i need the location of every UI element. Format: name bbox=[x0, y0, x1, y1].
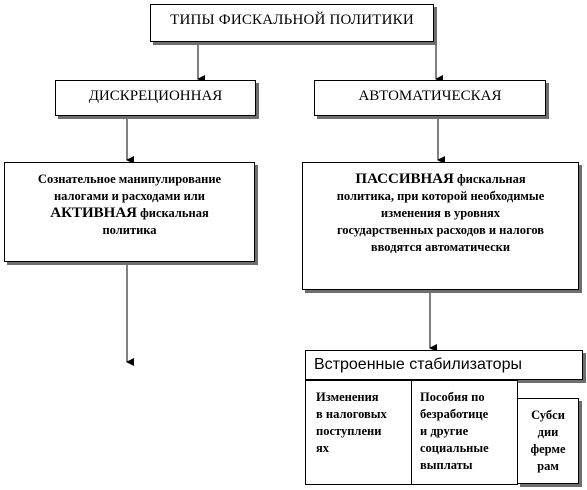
discretionary-desc-box: Сознательное манипулирование налогами и … bbox=[4, 162, 255, 262]
stabilizer-2-line1: Пособия по bbox=[420, 390, 485, 404]
discretionary-desc-line2: налогами и расходами или bbox=[53, 189, 205, 203]
automatic-desc-line4: государственных расходов и налогов bbox=[336, 223, 545, 237]
stabilizer-tax-revenue: Изменения в налоговых поступлени ях bbox=[305, 380, 412, 485]
root-box: ТИПЫ ФИСКАЛЬНОЙ ПОЛИТИКИ bbox=[150, 4, 434, 42]
stabilizers-title: Встроенные стабилизаторы bbox=[314, 356, 522, 373]
discretionary-desc-line1: Сознательное манипулирование bbox=[37, 172, 222, 186]
stabilizer-2-line2: безработице bbox=[420, 407, 489, 421]
stabilizer-3-line3: ферме bbox=[530, 442, 566, 456]
automatic-desc-box: ПАССИВНАЯ фискальная политика, при котор… bbox=[302, 162, 579, 290]
automatic-desc-line3: изменения в уровнях bbox=[380, 206, 501, 220]
automatic-desc-line5: вводятся автоматически bbox=[370, 240, 511, 254]
automatic-desc-line1: ПАССИВНАЯ фискальная bbox=[303, 171, 578, 188]
stabilizer-3-line4: рам bbox=[537, 459, 559, 473]
discretionary-desc-line3-rest: фискальная bbox=[136, 206, 209, 220]
automatic-box: АВТОМАТИЧЕСКАЯ bbox=[314, 80, 546, 116]
stabilizer-3-line2: дии bbox=[537, 425, 559, 439]
stabilizers-title-box: Встроенные стабилизаторы bbox=[305, 350, 583, 380]
discretionary-desc-line4: политика bbox=[102, 223, 157, 237]
discretionary-label: ДИСКРЕЦИОННАЯ bbox=[88, 88, 223, 104]
stabilizer-unemployment-benefits: Пособия по безработице и другие социальн… bbox=[411, 380, 518, 485]
passive-keyword: ПАССИВНАЯ bbox=[355, 171, 454, 187]
stabilizer-1-line2: в налоговых bbox=[316, 407, 387, 421]
active-keyword: АКТИВНАЯ bbox=[50, 205, 137, 221]
stabilizer-1-line3: поступлени bbox=[316, 424, 382, 438]
automatic-label: АВТОМАТИЧЕСКАЯ bbox=[358, 88, 502, 104]
automatic-desc-line1-rest: фискальная bbox=[453, 172, 526, 186]
stabilizer-farm-subsidies: Субси дии ферме рам bbox=[517, 398, 579, 484]
discretionary-box: ДИСКРЕЦИОННАЯ bbox=[55, 80, 256, 116]
stabilizer-1-line4: ях bbox=[316, 441, 330, 455]
discretionary-desc-line3: АКТИВНАЯ фискальная bbox=[5, 205, 254, 222]
root-label: ТИПЫ ФИСКАЛЬНОЙ ПОЛИТИКИ bbox=[170, 12, 414, 28]
stabilizer-1-line1: Изменения bbox=[316, 390, 379, 404]
automatic-desc-line2: политика, при которой необходимые bbox=[336, 189, 545, 203]
stabilizer-2-line3: и другие bbox=[420, 424, 469, 438]
stabilizer-3-line1: Субси bbox=[531, 408, 565, 422]
stabilizer-2-line4: социальные bbox=[420, 441, 489, 455]
stabilizer-2-line5: выплаты bbox=[420, 458, 473, 472]
